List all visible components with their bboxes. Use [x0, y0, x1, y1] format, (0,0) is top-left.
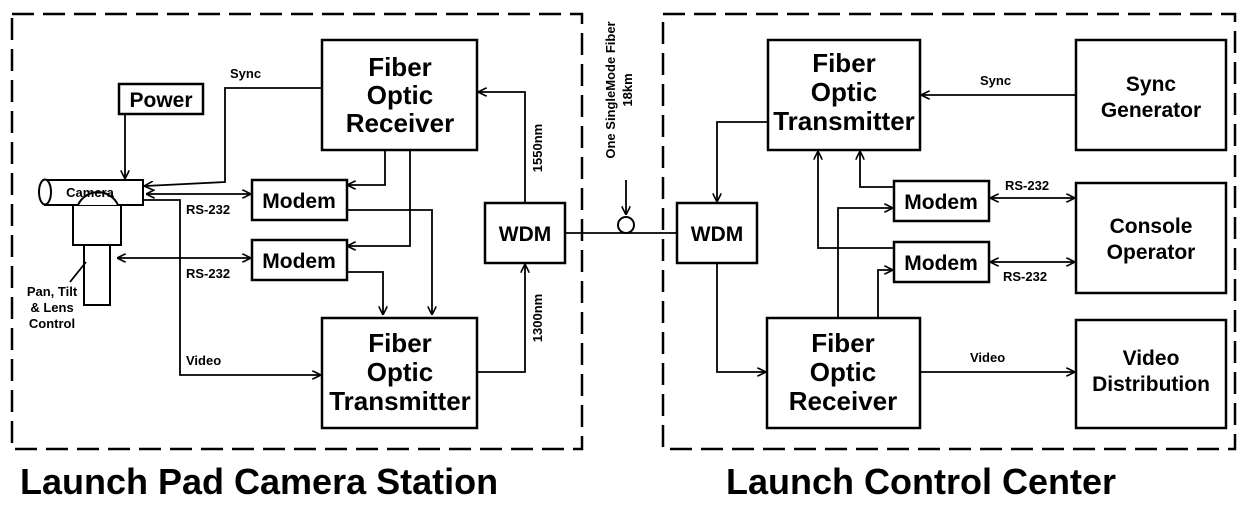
console-operator: Console Operator [1074, 181, 1228, 295]
station-fiber-optic-transmitter: Fiber Optic Transmitter [320, 316, 479, 430]
pan-tilt-label-1: Pan, Tilt [27, 284, 78, 299]
center-modem1-to-tx [860, 152, 894, 188]
center-rx-to-modem1 [837, 208, 892, 318]
svg-text:WDM: WDM [499, 223, 551, 246]
svg-text:Modem: Modem [904, 191, 978, 214]
svg-text:Video: Video [970, 350, 1005, 365]
svg-text:Sync: Sync [1126, 73, 1177, 96]
center-title: Launch Control Center [726, 461, 1116, 502]
svg-text:Distribution: Distribution [1092, 373, 1210, 396]
modem2-to-tx [347, 271, 383, 314]
sync-generator: Sync Generator [1074, 38, 1228, 152]
svg-text:WDM: WDM [691, 223, 743, 246]
pan-tilt-leader [69, 261, 87, 283]
power-box: Power [117, 82, 205, 116]
center-boundary [661, 12, 1237, 451]
pan-tilt-label-3: Control [29, 316, 75, 331]
wdm-to-receiver [479, 92, 526, 203]
station-wdm: WDM [483, 201, 567, 265]
station-modem-2: Modem [250, 238, 349, 282]
svg-text:Optic: Optic [810, 357, 876, 387]
svg-text:Fiber: Fiber [812, 48, 876, 78]
svg-text:RS-232: RS-232 [186, 266, 230, 281]
video-line [143, 199, 320, 375]
svg-text:Transmitter: Transmitter [773, 106, 915, 136]
station-modem-1: Modem [250, 178, 349, 222]
center-modem2-to-tx [818, 152, 894, 249]
svg-text:Console: Console [1110, 215, 1193, 238]
svg-text:Modem: Modem [904, 252, 978, 275]
svg-text:1300nm: 1300nm [530, 294, 545, 342]
svg-text:Operator: Operator [1107, 241, 1196, 264]
rx-to-modem2 [348, 150, 411, 246]
center-modem-1: Modem [892, 179, 991, 223]
station-fiber-optic-receiver: Fiber Optic Receiver [320, 38, 479, 152]
center-wdm-to-rx [716, 263, 765, 372]
fiber-link: One SingleMode Fiber 18km [565, 21, 677, 234]
svg-text:RS-232: RS-232 [186, 202, 230, 217]
sync-line [145, 87, 322, 186]
svg-text:Fiber: Fiber [368, 328, 432, 358]
svg-text:Optic: Optic [811, 77, 877, 107]
station-boundary [10, 12, 584, 451]
svg-text:One SingleMode Fiber: One SingleMode Fiber [603, 21, 618, 158]
svg-text:RS-232: RS-232 [1003, 269, 1047, 284]
svg-text:Modem: Modem [262, 190, 336, 213]
modem1-to-tx [347, 209, 432, 314]
camera-icon: Camera [38, 178, 144, 306]
svg-text:Camera: Camera [66, 185, 114, 200]
svg-text:Video: Video [186, 353, 221, 368]
tx-to-wdm [477, 265, 525, 373]
svg-text:Transmitter: Transmitter [329, 386, 471, 416]
svg-text:18km: 18km [620, 73, 635, 106]
svg-text:Modem: Modem [262, 250, 336, 273]
pan-tilt-label-2: & Lens [30, 300, 73, 315]
svg-text:Fiber: Fiber [811, 328, 875, 358]
fiber-spool-icon [617, 216, 635, 234]
tx-to-center-wdm [717, 121, 768, 201]
svg-text:Generator: Generator [1101, 99, 1201, 122]
svg-text:Receiver: Receiver [789, 386, 897, 416]
svg-text:Power: Power [129, 89, 192, 112]
svg-text:Fiber: Fiber [368, 52, 432, 82]
center-fiber-optic-receiver: Fiber Optic Receiver [765, 316, 922, 430]
svg-text:Optic: Optic [367, 357, 433, 387]
launch-pad-camera-station: Fiber Optic Receiver Fiber Optic Transmi… [10, 12, 584, 502]
launch-control-center: Fiber Optic Transmitter Fiber Optic Rece… [661, 12, 1237, 502]
svg-text:Receiver: Receiver [346, 108, 454, 138]
station-title: Launch Pad Camera Station [20, 461, 498, 502]
svg-text:Sync: Sync [230, 66, 261, 81]
center-fiber-optic-transmitter: Fiber Optic Transmitter [766, 38, 922, 152]
svg-text:RS-232: RS-232 [1005, 178, 1049, 193]
rx-to-modem1 [348, 150, 386, 185]
svg-text:Sync: Sync [980, 73, 1011, 88]
svg-text:Video: Video [1123, 347, 1180, 370]
center-modem-2: Modem [892, 240, 991, 284]
svg-text:1550nm: 1550nm [530, 124, 545, 172]
video-distribution: Video Distribution [1074, 318, 1228, 430]
svg-text:Optic: Optic [367, 80, 433, 110]
center-wdm: WDM [675, 201, 759, 265]
center-rx-to-modem2 [877, 270, 892, 318]
